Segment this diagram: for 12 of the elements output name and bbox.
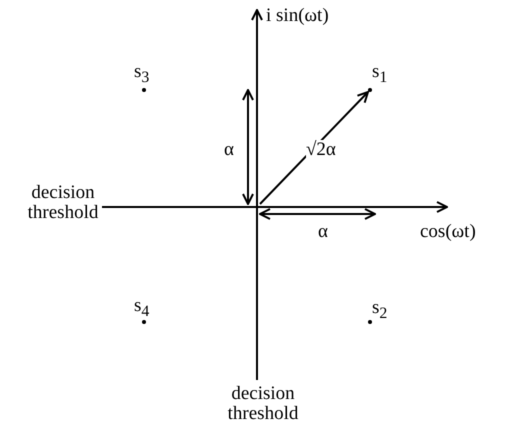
dimension-label: α xyxy=(318,222,328,241)
axis-label: cos(ωt) xyxy=(420,222,476,241)
constellation-point: s$_{2}$ xyxy=(366,296,396,326)
arrow xyxy=(259,91,369,205)
edge-label: √2α xyxy=(306,140,336,159)
axis-label: decision threshold xyxy=(26,183,100,223)
constellation-point: s$_{1}$ xyxy=(366,62,396,92)
axis-label: decision threshold xyxy=(226,384,300,424)
dimension-label: α xyxy=(224,140,234,159)
constellation-point: s$_{3}$ xyxy=(134,62,164,92)
axis-label: i sin(ωt) xyxy=(266,6,329,25)
constellation-point: s$_{4}$ xyxy=(134,296,164,326)
